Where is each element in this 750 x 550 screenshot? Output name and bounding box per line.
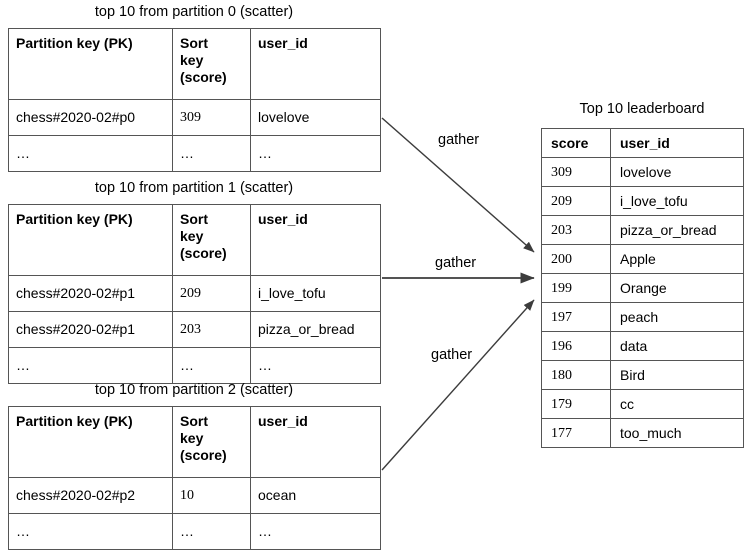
cell-user-id: i_love_tofu — [250, 275, 381, 312]
cell-sort-key: 209 — [172, 275, 251, 312]
table-row: 203 pizza_or_bread — [541, 215, 744, 245]
cell-sort-key: 309 — [172, 99, 251, 136]
column-header-user-id: user_id — [610, 128, 744, 158]
cell-sort-key: 10 — [172, 477, 251, 514]
cell-user-id: pizza_or_bread — [250, 311, 381, 348]
column-header-sort-key: Sort key (score) — [172, 406, 251, 478]
cell-partition-key-ellipsis: … — [8, 135, 173, 172]
table-row: 209 i_love_tofu — [541, 186, 744, 216]
column-header-sort-key: Sort key (score) — [172, 28, 251, 100]
cell-sort-key: 203 — [172, 311, 251, 348]
column-header-partition-key: Partition key (PK) — [8, 406, 173, 478]
leaderboard-table: score user_id 309 lovelove 209 i_love_to… — [541, 128, 744, 448]
table-row: 196 data — [541, 331, 744, 361]
cell-score: 196 — [541, 331, 611, 361]
gather-label-partition-1: gather — [435, 255, 477, 271]
cell-user-id: Apple — [610, 244, 744, 274]
cell-user-id: Orange — [610, 273, 744, 303]
gather-arrow-partition-2 — [381, 299, 535, 471]
cell-user-id: Bird — [610, 360, 744, 390]
table-row: … … … — [8, 513, 381, 550]
cell-sort-key-ellipsis: … — [172, 135, 251, 172]
table-header-row: Partition key (PK) Sort key (score) user… — [8, 204, 381, 276]
partition-1-caption: top 10 from partition 1 (scatter) — [94, 180, 294, 196]
table-row: 199 Orange — [541, 273, 744, 303]
cell-user-id-ellipsis: … — [250, 135, 381, 172]
table-row: chess#2020-02#p1 203 pizza_or_bread — [8, 311, 381, 348]
column-header-partition-key: Partition key (PK) — [8, 28, 173, 100]
table-row: 200 Apple — [541, 244, 744, 274]
cell-partition-key: chess#2020-02#p2 — [8, 477, 173, 514]
cell-score: 180 — [541, 360, 611, 390]
cell-user-id: lovelove — [610, 157, 744, 187]
table-row: 179 cc — [541, 389, 744, 419]
cell-user-id: data — [610, 331, 744, 361]
leaderboard-caption: Top 10 leaderboard — [579, 101, 705, 117]
partition-0-caption: top 10 from partition 0 (scatter) — [94, 4, 294, 20]
partition-0-table: Partition key (PK) Sort key (score) user… — [8, 28, 381, 172]
column-header-user-id: user_id — [250, 28, 381, 100]
column-header-sort-key: Sort key (score) — [172, 204, 251, 276]
cell-score: 209 — [541, 186, 611, 216]
cell-sort-key-ellipsis: … — [172, 347, 251, 384]
cell-user-id: too_much — [610, 418, 744, 448]
column-header-user-id: user_id — [250, 406, 381, 478]
cell-user-id-ellipsis: … — [250, 513, 381, 550]
table-row: 197 peach — [541, 302, 744, 332]
cell-sort-key-ellipsis: … — [172, 513, 251, 550]
table-header-row: Partition key (PK) Sort key (score) user… — [8, 406, 381, 478]
table-row: 177 too_much — [541, 418, 744, 448]
column-header-user-id: user_id — [250, 204, 381, 276]
cell-user-id: peach — [610, 302, 744, 332]
table-row: … … … — [8, 135, 381, 172]
cell-partition-key-ellipsis: … — [8, 513, 173, 550]
gather-label-partition-2: gather — [431, 347, 473, 363]
cell-score: 203 — [541, 215, 611, 245]
partition-2-table: Partition key (PK) Sort key (score) user… — [8, 406, 381, 550]
cell-partition-key: chess#2020-02#p1 — [8, 275, 173, 312]
cell-score: 199 — [541, 273, 611, 303]
gather-label-partition-0: gather — [438, 132, 480, 148]
partition-1-table: Partition key (PK) Sort key (score) user… — [8, 204, 381, 384]
column-header-partition-key: Partition key (PK) — [8, 204, 173, 276]
cell-score: 179 — [541, 389, 611, 419]
cell-partition-key-ellipsis: … — [8, 347, 173, 384]
cell-user-id: ocean — [250, 477, 381, 514]
cell-user-id: lovelove — [250, 99, 381, 136]
table-row: chess#2020-02#p1 209 i_love_tofu — [8, 275, 381, 312]
cell-partition-key: chess#2020-02#p1 — [8, 311, 173, 348]
table-row: 309 lovelove — [541, 157, 744, 187]
cell-user-id: pizza_or_bread — [610, 215, 744, 245]
cell-partition-key: chess#2020-02#p0 — [8, 99, 173, 136]
table-row: chess#2020-02#p2 10 ocean — [8, 477, 381, 514]
table-row: 180 Bird — [541, 360, 744, 390]
cell-score: 309 — [541, 157, 611, 187]
scatter-gather-diagram: top 10 from partition 0 (scatter) Partit… — [8, 4, 744, 550]
column-header-score: score — [541, 128, 611, 158]
cell-score: 197 — [541, 302, 611, 332]
cell-score: 200 — [541, 244, 611, 274]
cell-score: 177 — [541, 418, 611, 448]
cell-user-id-ellipsis: … — [250, 347, 381, 384]
table-row: chess#2020-02#p0 309 lovelove — [8, 99, 381, 136]
table-row: … … … — [8, 347, 381, 384]
table-header-row: Partition key (PK) Sort key (score) user… — [8, 28, 381, 100]
cell-user-id: i_love_tofu — [610, 186, 744, 216]
table-header-row: score user_id — [541, 128, 744, 158]
cell-user-id: cc — [610, 389, 744, 419]
partition-2-caption: top 10 from partition 2 (scatter) — [94, 382, 294, 398]
